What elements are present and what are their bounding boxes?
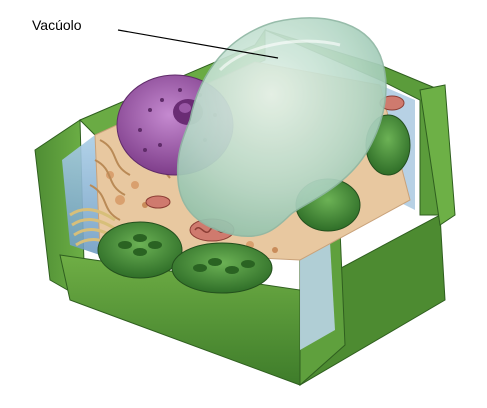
mitochondrion-icon — [145, 95, 405, 242]
vacuole-leader-line — [117, 29, 279, 59]
vacuole-icon — [176, 17, 387, 237]
vacuole-label: Vacúolo — [32, 17, 279, 59]
vacuole-label-text: Vacúolo — [32, 17, 82, 33]
